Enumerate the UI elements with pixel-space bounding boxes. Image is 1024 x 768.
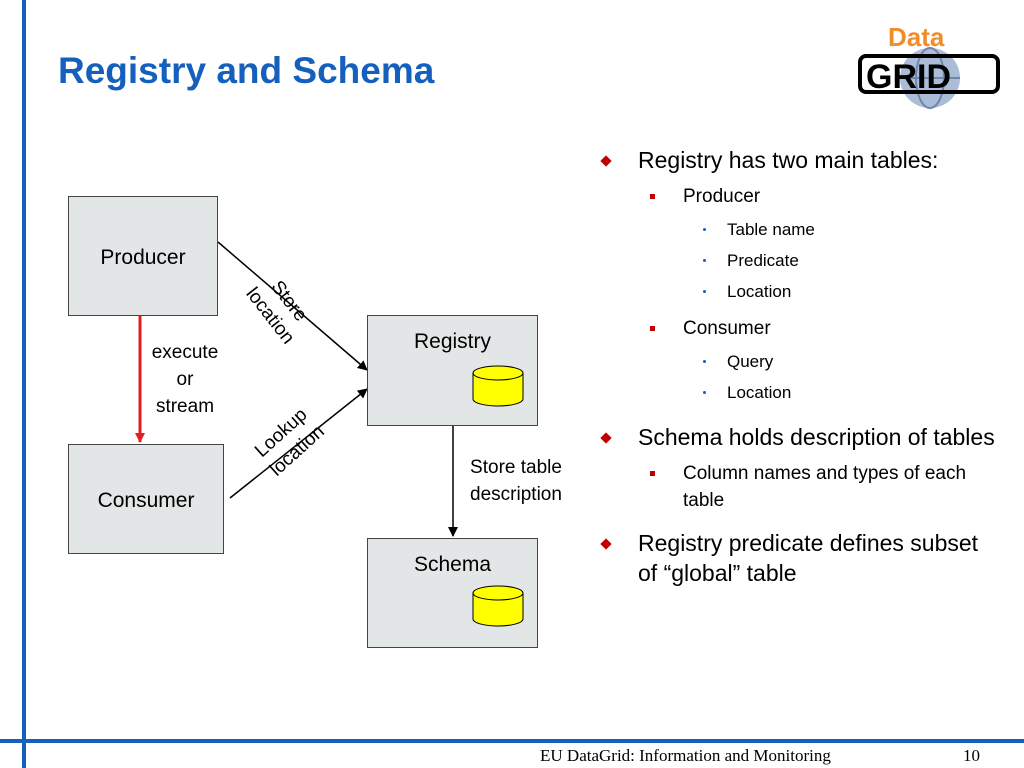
bullet-item: Schema holds description of tables [600,422,1002,452]
sub-sub-bullet-item: Location [602,377,1002,408]
square-bullet-icon [650,194,655,199]
edge-label-store-location: Store location [241,277,311,348]
sub-sub-bullet-item: Query [602,346,1002,377]
edge-label-execute: execute or stream [151,342,219,417]
sub-bullet-item: Column names and types of each table [602,460,1002,514]
bullet-list: Registry has two main tables: Producer T… [600,145,1002,596]
sub-bullet-item: Producer [602,183,1002,210]
sub-sub-bullet-item: Table name [602,214,1002,245]
square-bullet-icon [650,326,655,331]
consumer-label: Consumer [97,489,195,512]
bullet-item: Registry has two main tables: [600,145,1002,175]
footer-text: EU DataGrid: Information and Monitoring [540,746,831,765]
bottom-accent-bar [0,739,1024,743]
edge-consumer-registry [229,388,368,499]
diamond-bullet-icon [600,432,612,444]
registry-node: Registry [367,315,538,426]
page-number: 10 [963,746,980,765]
dot-bullet-icon [703,391,706,394]
dot-bullet-icon [703,259,706,262]
left-accent-bar [22,0,26,768]
diamond-bullet-icon [600,538,612,550]
logo-word-grid: GRID [866,58,951,96]
dot-bullet-icon [703,290,706,293]
database-icon [472,585,524,627]
dot-bullet-icon [703,228,706,231]
datagrid-logo: Data GRID [858,28,1000,109]
schema-node: Schema [367,538,538,648]
dot-bullet-icon [703,360,706,363]
edge-label-store-table: Store table description [470,457,562,505]
producer-label: Producer [100,246,186,269]
edge-producer-registry [217,241,368,371]
sub-bullet-item: Consumer [602,315,1002,342]
database-icon [472,365,524,407]
footer: EU DataGrid: Information and Monitoring … [0,744,1024,768]
logo-word-data: Data [888,28,945,52]
consumer-node: Consumer [68,444,224,554]
schema-label: Schema [413,553,492,576]
bullet-item: Registry predicate defines subset of “gl… [600,528,1002,588]
diamond-bullet-icon [600,155,612,167]
sub-sub-bullet-item: Location [602,276,1002,307]
sub-sub-bullet-item: Predicate [602,245,1002,276]
square-bullet-icon [650,471,655,476]
slide-title: Registry and Schema [58,50,435,91]
registry-label: Registry [413,330,492,353]
producer-node: Producer [68,196,218,316]
edge-label-lookup-location: Lookup location [251,404,329,480]
